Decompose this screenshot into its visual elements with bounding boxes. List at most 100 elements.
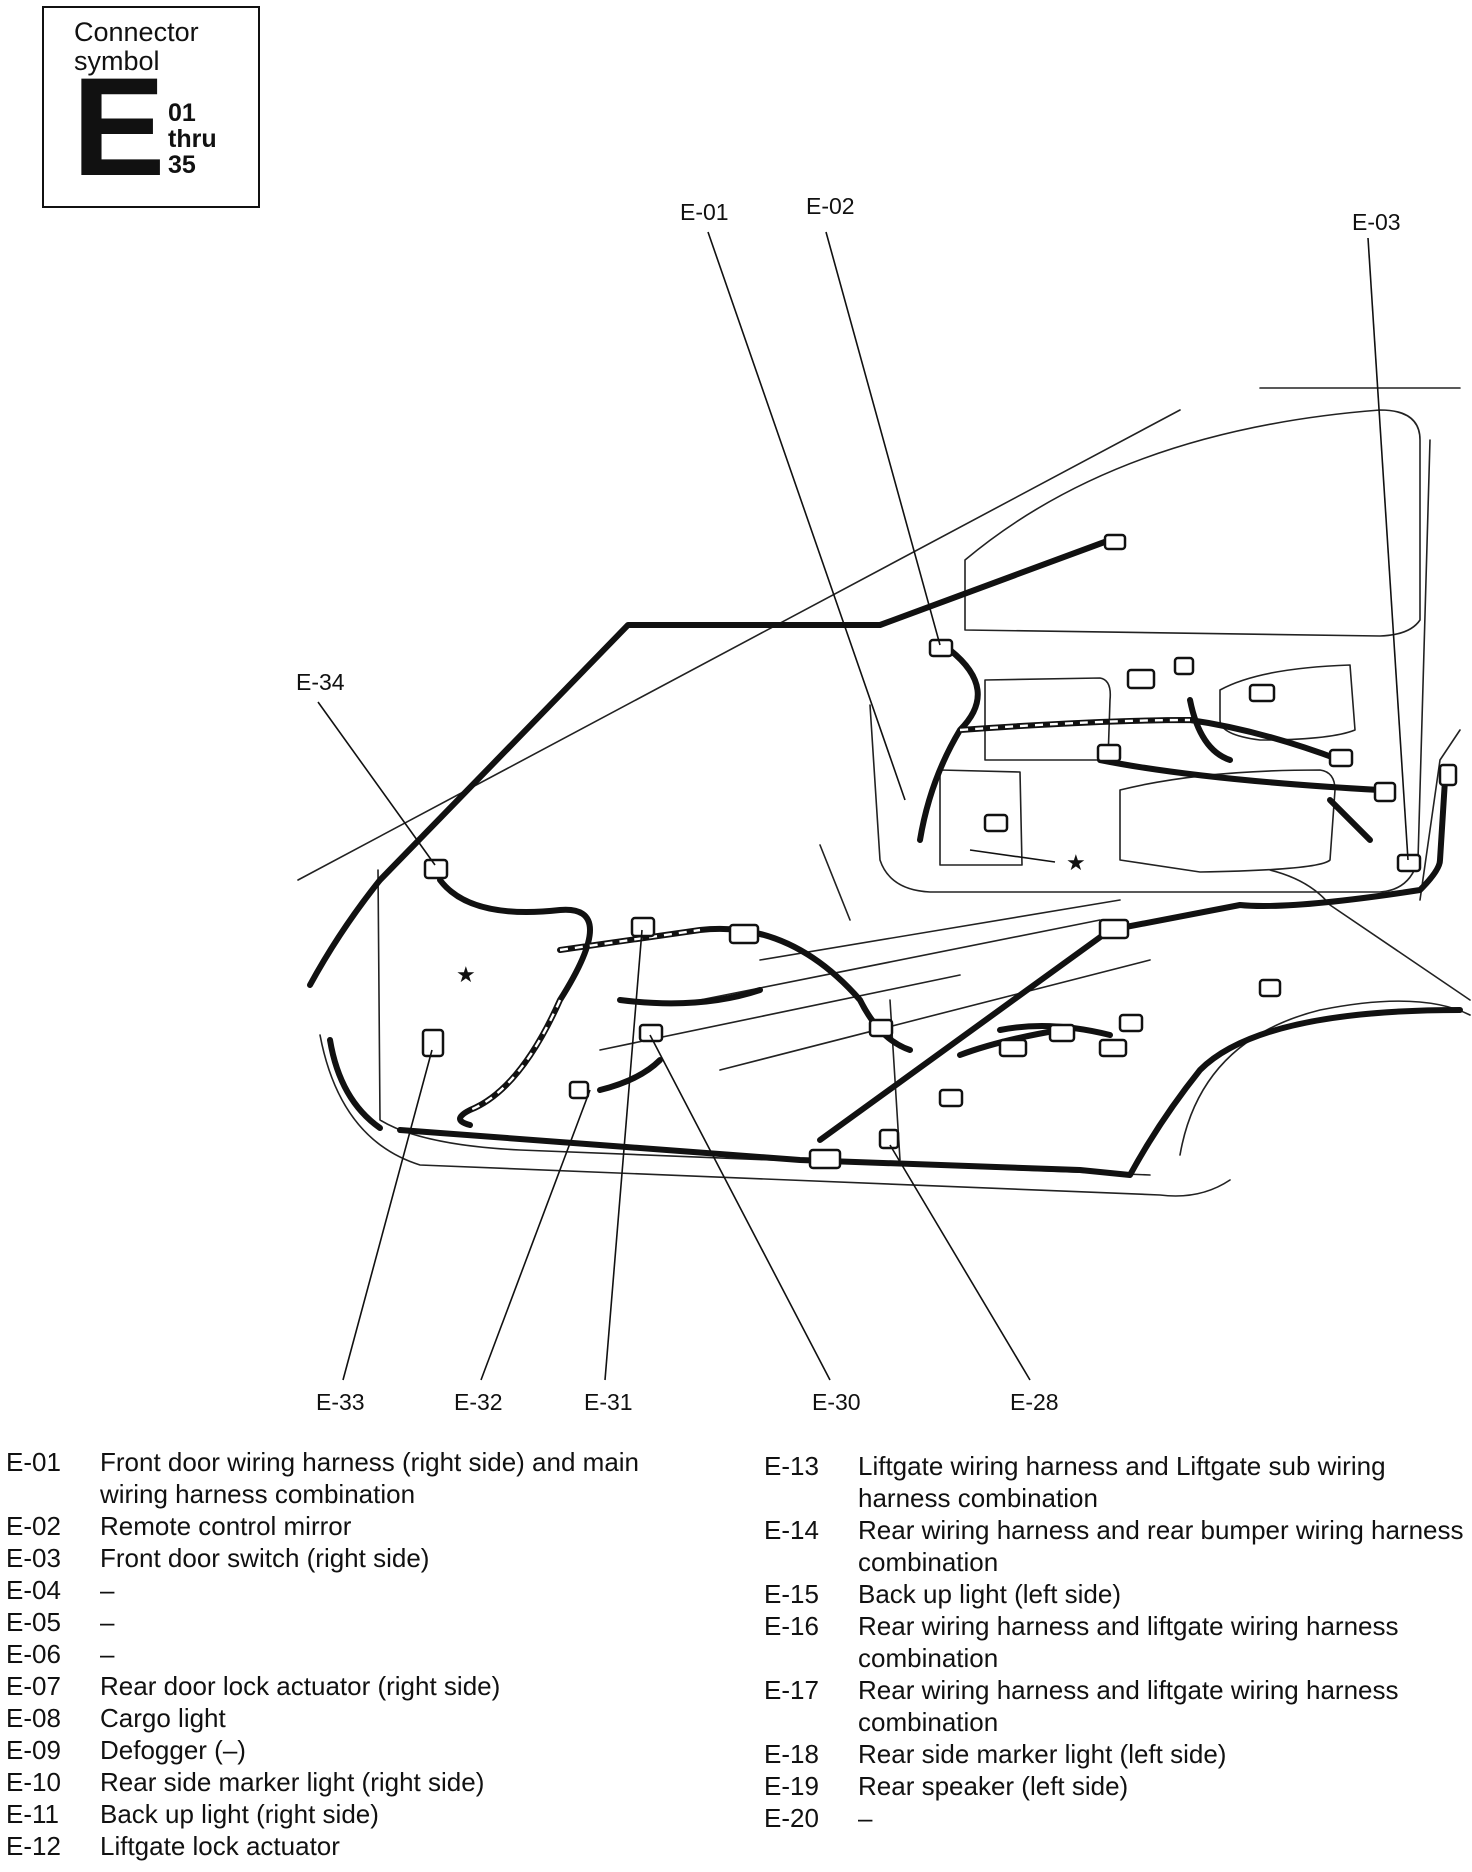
connector-e30 [638, 1023, 664, 1043]
label-e02: E-02 [806, 193, 855, 219]
wiring-harness-diagram: ★ ★ [297, 231, 1471, 1381]
legend-code: E-09 [6, 1735, 61, 1765]
legend-row: E-08 Cargo light [6, 1702, 706, 1734]
legend-description: Rear wiring harness and liftgate wiring … [858, 1611, 1399, 1673]
legend-row: E-18 Rear side marker light (left side) [764, 1738, 1468, 1770]
label-e32: E-32 [454, 1389, 503, 1415]
label-e03: E-03 [1352, 209, 1401, 235]
legend-code: E-12 [6, 1831, 61, 1861]
legend-code: E-19 [764, 1771, 819, 1801]
cargo-branch [957, 1023, 1113, 1058]
legend-code: E-20 [764, 1803, 819, 1833]
label-e31: E-31 [584, 1389, 633, 1415]
floor-harness [397, 1007, 1463, 1178]
range-word: thru [168, 125, 217, 153]
connector-symbol-range: 01 thru 35 [168, 100, 217, 178]
leader-e33 [342, 1049, 433, 1381]
body-pillar-outline [377, 869, 1151, 1176]
legend-code: E-05 [6, 1607, 61, 1637]
label-e30: E-30 [812, 1389, 861, 1415]
legend-row: E-20 – [764, 1802, 1468, 1834]
legend-row: E-04 – [6, 1574, 706, 1606]
connector-symbol-box: Connector symbol E 01 thru 35 [42, 6, 260, 208]
leader-e34 [317, 701, 436, 866]
legend-description: Rear speaker (left side) [858, 1771, 1129, 1801]
connector-symbol-letter: E [72, 48, 165, 205]
connector-e28 [878, 1128, 900, 1150]
legend-row: E-17 Rear wiring harness and liftgate wir… [764, 1674, 1468, 1738]
legend-code: E-01 [6, 1447, 61, 1477]
legend-code: E-02 [6, 1511, 61, 1541]
legend-code: E-14 [764, 1515, 819, 1545]
legend-code: E-04 [6, 1575, 61, 1605]
liftgate-window [964, 409, 1421, 637]
label-e01: E-01 [680, 199, 729, 225]
legend-code: E-17 [764, 1675, 819, 1705]
legend-description: – [858, 1803, 873, 1833]
range-end: 35 [168, 151, 196, 179]
legend-description: Back up light (right side) [100, 1799, 379, 1829]
legend-description: – [100, 1607, 115, 1637]
legend-description: Rear wiring harness and rear bumper wiri… [858, 1515, 1464, 1577]
legend-code: E-07 [6, 1671, 61, 1701]
liftgate-panel [869, 439, 1431, 893]
body-roof-line [297, 387, 1461, 881]
roof-harness [307, 537, 1113, 988]
range-start: 01 [168, 99, 196, 127]
legend-description: Rear door lock actuator (right side) [100, 1671, 501, 1701]
legend-description: Rear side marker light (left side) [858, 1739, 1227, 1769]
label-e28: E-28 [1010, 1389, 1059, 1415]
legend-description: Cargo light [100, 1703, 226, 1733]
legend-code: E-15 [764, 1579, 819, 1609]
legend-row: E-05 – [6, 1606, 706, 1638]
connector-symbol-title: Connector symbol [74, 17, 199, 76]
legend-row: E-11 Back up light (right side) [6, 1798, 706, 1830]
legend-description: Rear side marker light (right side) [100, 1767, 485, 1797]
legend-row: E-06 – [6, 1638, 706, 1670]
legend-code: E-10 [6, 1767, 61, 1797]
leader-e30 [649, 1034, 831, 1381]
star-marker: ★ [1066, 851, 1086, 876]
legend-description: Rear wiring harness and liftgate wiring … [858, 1675, 1399, 1737]
legend-code: E-08 [6, 1703, 61, 1733]
legend-code: E-06 [6, 1639, 61, 1669]
body-lower-outline [319, 1034, 1231, 1197]
legend-description: Defogger (–) [100, 1735, 246, 1765]
legend-row: E-07 Rear door lock actuator (right side) [6, 1670, 706, 1702]
leader-e32 [480, 1089, 591, 1381]
legend-row: E-12 Liftgate lock actuator [6, 1830, 706, 1862]
wheel-arch [1179, 1000, 1471, 1156]
legend-code: E-13 [764, 1451, 819, 1481]
legend-description: Liftgate lock actuator [100, 1831, 340, 1861]
connector-e33 [421, 1028, 445, 1058]
legend-description: Front door switch (right side) [100, 1543, 430, 1573]
leader-e02 [825, 231, 941, 646]
legend-description: – [100, 1639, 115, 1669]
legend-row: E-09 Defogger (–) [6, 1734, 706, 1766]
leader-e28 [889, 1144, 1031, 1381]
legend-row: E-10 Rear side marker light (right side) [6, 1766, 706, 1798]
legend-row: E-19 Rear speaker (left side) [764, 1770, 1468, 1802]
star-marker: ★ [456, 963, 476, 988]
connector-e03 [1396, 853, 1422, 873]
legend-description: Remote control mirror [100, 1511, 352, 1541]
legend-row: E-02 Remote control mirror [6, 1510, 706, 1542]
side-harness [327, 1037, 383, 1131]
legend-description: – [100, 1575, 115, 1605]
connector-e31 [630, 916, 656, 938]
legend-code: E-11 [6, 1799, 59, 1829]
connector-e34 [423, 858, 449, 880]
legend-row: E-16 Rear wiring harness and liftgate wir… [764, 1610, 1468, 1674]
lower-right-harness [817, 777, 1448, 1143]
legend-code: E-18 [764, 1739, 819, 1769]
label-e33: E-33 [316, 1389, 365, 1415]
connector-e02 [928, 638, 954, 658]
legend-code: E-16 [764, 1611, 819, 1641]
pillar-harness [437, 877, 913, 1128]
